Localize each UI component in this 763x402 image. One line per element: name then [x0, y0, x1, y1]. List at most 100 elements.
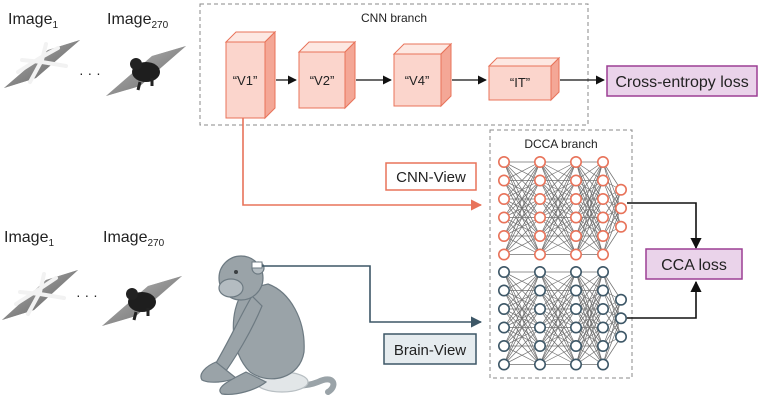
network-edge [602, 208, 622, 255]
image-last-label: Image270 [107, 11, 169, 31]
cnn-layer-it: “IT” [487, 56, 561, 102]
network-node [569, 321, 582, 334]
arrow-cnn-net-to-cca [627, 202, 702, 250]
network-edge [575, 290, 604, 365]
network-edge [503, 161, 541, 255]
network-node [497, 358, 510, 371]
network-node [497, 321, 510, 334]
network-edge [539, 271, 577, 310]
network-node [533, 230, 546, 243]
dcca-network-brain [497, 265, 627, 371]
cnn-layer-label: “IT” [510, 75, 530, 90]
cnn-view-arrow [242, 118, 483, 211]
network-edge [575, 180, 604, 255]
network-edge [539, 308, 577, 365]
cnn-view-label: CNN-View [396, 169, 466, 186]
network-node [497, 248, 510, 261]
network-edge [503, 271, 541, 310]
image-last-label: Image270 [103, 229, 165, 249]
network-node [497, 193, 510, 206]
network-node [596, 302, 609, 315]
network-node [614, 183, 627, 196]
network-node [596, 174, 609, 187]
network-edge [575, 217, 604, 255]
network-node [596, 284, 609, 297]
cnn-layer-label: “V2” [310, 73, 335, 88]
network-node [497, 230, 510, 243]
network-edge [602, 189, 622, 255]
network-node [569, 248, 582, 261]
network-node [533, 284, 546, 297]
ellipsis: · · · [76, 287, 98, 303]
network-edge [539, 290, 577, 365]
stimulus-thumbnail-animal [106, 46, 186, 96]
network-edge [539, 161, 577, 181]
network-node [569, 211, 582, 224]
network-edge [503, 161, 541, 181]
cnn-layer-v1: “V1” [224, 30, 277, 120]
network-edge [575, 271, 604, 310]
dcca-network-cnn [497, 156, 627, 261]
network-edge [503, 161, 541, 237]
network-edge [602, 189, 622, 237]
network-edge [539, 271, 577, 328]
network-node [569, 284, 582, 297]
network-node [596, 265, 609, 278]
network-node [569, 156, 582, 169]
network-node [596, 156, 609, 169]
network-node [614, 312, 627, 325]
network-edge [539, 161, 577, 237]
network-node [533, 156, 546, 169]
network-edge [575, 161, 604, 200]
ellipsis: · · · [79, 65, 101, 81]
network-edge [503, 327, 541, 365]
network-edge [503, 271, 541, 365]
network-edge [575, 271, 604, 328]
network-edge [503, 290, 541, 365]
network-node [533, 265, 546, 278]
stimulus-thumbnail-starfish [2, 270, 78, 320]
monkey-illustration [200, 255, 337, 395]
network-node [596, 230, 609, 243]
network-node [569, 358, 582, 371]
network-edge [503, 271, 541, 347]
cnn-view-box: CNN-View [385, 162, 477, 191]
cnn-layer-label: “V1” [233, 73, 258, 88]
network-node [596, 321, 609, 334]
network-edge [503, 345, 541, 365]
network-node [569, 174, 582, 187]
network-node [497, 211, 510, 224]
network-edge [539, 161, 577, 218]
network-node [614, 330, 627, 343]
network-node [596, 193, 609, 206]
network-node [497, 174, 510, 187]
network-edge [503, 271, 541, 291]
network-edge [503, 161, 541, 200]
image-first-label: Image1 [8, 11, 58, 31]
network-node [533, 248, 546, 261]
arrow-brain-net-to-cca [627, 280, 702, 319]
network-edge [503, 180, 541, 255]
network-edge [503, 161, 541, 218]
network-node [614, 202, 627, 215]
network-node [533, 302, 546, 315]
network-node [596, 358, 609, 371]
brain-view-label: Brain-View [394, 342, 466, 359]
network-node [569, 193, 582, 206]
network-edge [602, 318, 622, 365]
network-edge [539, 327, 577, 365]
dcca-branch: DCCA branch [489, 129, 633, 379]
cnn-layer-label: “V4” [405, 73, 430, 88]
network-node [533, 174, 546, 187]
image-row-top: Image1 Image270 · · · [4, 11, 186, 96]
network-node [569, 265, 582, 278]
cnn-layer-v2: “V2” [297, 40, 357, 110]
network-node [497, 302, 510, 315]
cnn-branch-title: CNN branch [361, 11, 427, 25]
brain-view-arrow [262, 265, 483, 328]
network-edge [539, 271, 577, 291]
dcca-branch-title: DCCA branch [524, 137, 597, 151]
network-edge [539, 161, 577, 200]
network-edge [539, 161, 577, 255]
stimulus-thumbnail-animal [102, 276, 182, 326]
